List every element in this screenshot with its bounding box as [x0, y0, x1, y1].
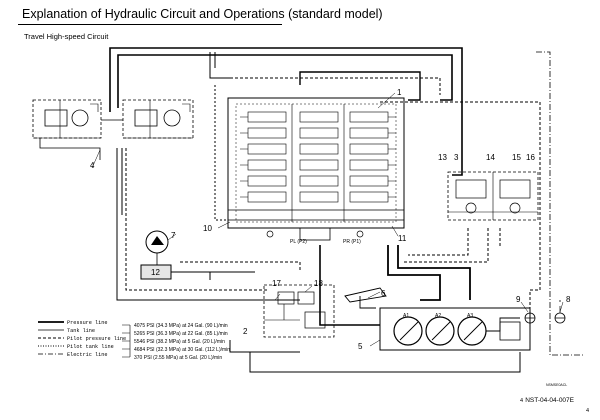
pilot-line-right-to-9 [529, 102, 541, 312]
callout-7: 7 [171, 231, 176, 240]
pump-a2 [425, 316, 455, 346]
travel-motor-left-b [122, 99, 194, 139]
legend-spec-2: 5265 PSI (36.3 MPa) at 22 Gal. (85 L)/mi… [134, 331, 228, 337]
drain-line-to-12 [170, 271, 255, 280]
legend-pilot-pressure-line: Pilot pressure line [67, 336, 126, 342]
title-underline [18, 24, 282, 25]
legend-spec-1: 4075 PSI (34.3 MPa) at 24 Gal. (90 L)/mi… [134, 323, 228, 329]
tank-line-left-vertical [116, 148, 300, 301]
port-label-a1: A1 [403, 313, 409, 319]
pilot-line-lower [180, 261, 301, 272]
port-label-a2: A2 [435, 313, 441, 319]
pump-a1 [393, 316, 423, 346]
pump-block [379, 307, 531, 351]
figure-reference: NSMSE0ACL [546, 383, 567, 387]
legend-electric-line: Electric line [67, 352, 107, 358]
component-6-joystick [344, 287, 387, 309]
legend-tank-line: Tank line [67, 328, 95, 334]
callout-10: 10 [203, 224, 212, 233]
callout-18: 18 [314, 279, 323, 288]
callout-6: 6 [381, 289, 386, 298]
callout-14: 14 [486, 153, 495, 162]
legend-spec-5: 370 PSI (2.55 MPa) at 5 Gal. (20 L)/min [134, 355, 222, 361]
legend-pilot-tank-line: Pilot tank line [67, 344, 114, 350]
control-valve-body [227, 97, 405, 229]
pressure-line-right-upper [299, 71, 421, 101]
pressure-line-top-loop [117, 54, 453, 108]
component-12-box [140, 264, 172, 280]
port-label-a3: A3 [467, 313, 473, 319]
callout-13: 13 [438, 153, 447, 162]
pressure-line-pump-return [319, 245, 380, 326]
page-title: Explanation of Hydraulic Circuit and Ope… [22, 7, 383, 21]
pilot-line-left [125, 148, 268, 291]
footer-document-code: NST-04-04-007E [525, 397, 574, 404]
pressure-line-right-loop [387, 245, 441, 301]
footer-page-number-a: 4 [520, 398, 524, 404]
legend-pressure-line: Pressure line [67, 320, 107, 326]
drain-line-valve-bottom [214, 85, 228, 221]
port-label-pl: PL (P2) [290, 239, 307, 245]
tank-line-right-outer [209, 52, 230, 79]
callout-8: 8 [566, 295, 571, 304]
pump-a3 [457, 316, 487, 346]
section-title: Travel High-speed Circuit [24, 32, 109, 41]
pressure-line-outer-loop [109, 47, 463, 176]
line-legend: Pressure line Tank line Pilot pressure l… [38, 320, 230, 361]
callout-12: 12 [151, 268, 160, 277]
callout-11: 11 [398, 234, 407, 243]
pressure-line-pump-feed [397, 245, 471, 300]
pilot-line-right-dashed-a [402, 228, 501, 263]
legend-spec-3: 5546 PSI (38.2 MPa) at 5 Gal. (20 L)/min [134, 339, 225, 345]
callout-3: 3 [454, 153, 459, 162]
electric-line-right [536, 51, 585, 356]
pilot-valve-block [263, 284, 335, 338]
pilot-line-top-right [215, 77, 540, 103]
callout-2: 2 [243, 327, 248, 336]
callout-9: 9 [516, 295, 521, 304]
callout-17: 17 [272, 279, 281, 288]
callout-1: 1 [397, 88, 402, 97]
footer-page-number-b: 4 [586, 408, 590, 414]
callout-4: 4 [90, 161, 95, 170]
callout-16: 16 [526, 153, 535, 162]
port-label-pr: PR (P1) [343, 239, 361, 245]
callout-15: 15 [512, 153, 521, 162]
callout-5: 5 [358, 342, 363, 351]
tank-line-bottom [229, 340, 521, 373]
legend-spec-4: 4684 PSI (32.3 MPa) at 30 Gal. (112 L)/m… [134, 347, 230, 353]
